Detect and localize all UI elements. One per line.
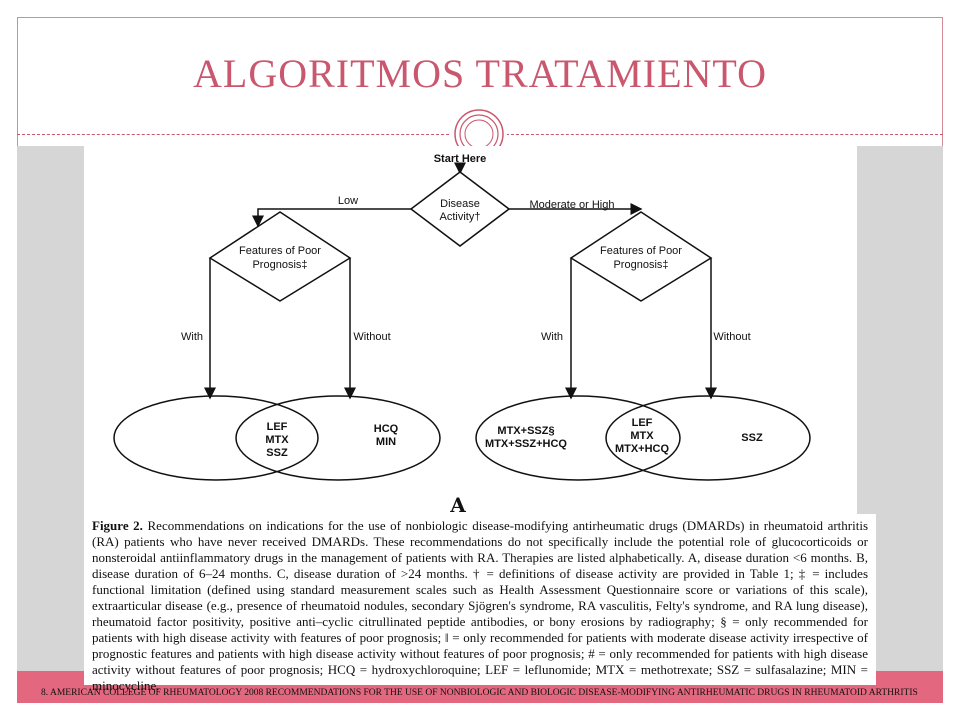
left-with-label: With: [181, 331, 203, 343]
right-prognosis-line1: Features of Poor: [600, 245, 682, 257]
start-label: Start Here: [434, 153, 487, 165]
circle-ornament-icon: [451, 109, 507, 146]
right-with-label: With: [541, 331, 563, 343]
branch-high-label: Moderate or High: [530, 199, 615, 211]
left-outer-item1: HCQ: [374, 423, 399, 435]
left-prognosis-diamond: [208, 211, 352, 302]
branch-low-label: Low: [338, 195, 358, 207]
left-overlap-item1: LEF: [267, 421, 288, 433]
left-outer-item2: MIN: [376, 436, 396, 448]
right-ellipse-a: [475, 395, 681, 481]
left-ellipse-b: [235, 395, 441, 481]
right-without-label: Without: [713, 331, 750, 343]
left-prognosis-line1: Features of Poor: [239, 245, 321, 257]
caption-lead: Figure 2.: [92, 518, 143, 533]
source-footer: 8. AMERICAN COLLEGE OF RHEUMATOLOGY 2008…: [41, 688, 918, 698]
right-outer-right-item1: SSZ: [741, 432, 763, 444]
right-ellipse-b: [605, 395, 811, 481]
right-prognosis-line2: Prognosis‡: [613, 259, 668, 271]
right-overlap-item1: LEF: [632, 417, 653, 429]
right-overlap-item3: MTX+HCQ: [615, 443, 670, 455]
right-prognosis-diamond: [569, 211, 713, 302]
disease-activity-diamond: [409, 171, 511, 247]
gray-side-panel-left: [17, 146, 84, 671]
left-overlap-item3: SSZ: [266, 447, 288, 459]
left-prognosis-line2: Prognosis‡: [252, 259, 307, 271]
disease-activity-line1: Disease: [440, 198, 480, 210]
panel-label: A: [449, 493, 466, 514]
figure-caption: Figure 2. Recommendations on indications…: [84, 514, 876, 693]
right-overlap-item2: MTX: [630, 430, 654, 442]
caption-text: Recommendations on indications for the u…: [92, 518, 868, 693]
disease-activity-line2: Activity†: [440, 211, 481, 223]
slide-title: ALGORITMOS TRATAMIENTO: [193, 51, 767, 96]
right-outer-left-item2: MTX+SSZ+HCQ: [485, 438, 567, 450]
left-without-label: Without: [353, 331, 390, 343]
right-outer-left-item1: MTX+SSZ§: [497, 425, 554, 437]
treatment-flowchart: Start Here Disease Activity† Low Moderat…: [84, 146, 857, 514]
left-overlap-item2: MTX: [265, 434, 289, 446]
left-ellipse-a: [113, 395, 319, 481]
